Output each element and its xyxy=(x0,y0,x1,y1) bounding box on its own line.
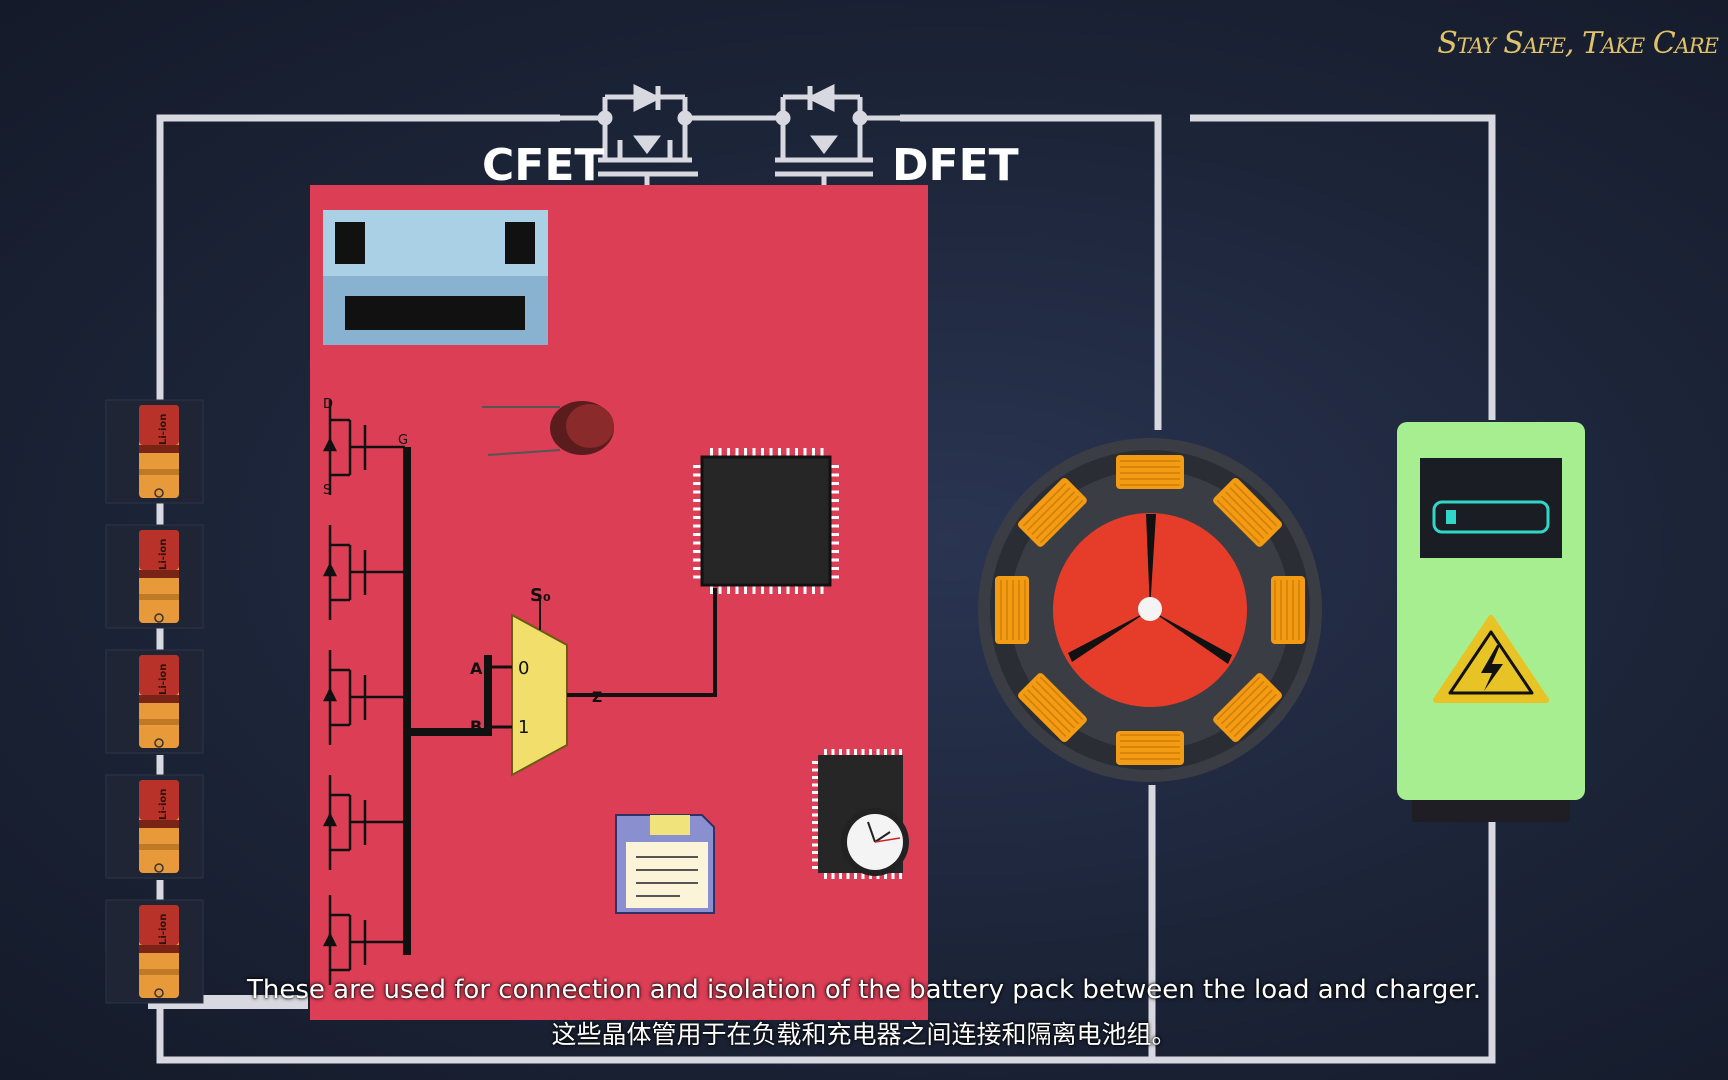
high-voltage-warning-icon xyxy=(1433,615,1549,703)
mux-in0-label: 0 xyxy=(518,658,529,679)
motor-icon xyxy=(978,438,1322,782)
mosfet-icon xyxy=(322,775,405,870)
mosfet-pin-g: G xyxy=(398,433,408,448)
mux-b-label: B xyxy=(470,717,482,736)
cell-label: Li-ion xyxy=(158,914,169,945)
mosfet-pin-s: S xyxy=(323,483,331,498)
mosfet-icon xyxy=(322,895,405,985)
motor-coil xyxy=(995,576,1029,644)
motor-coil xyxy=(1213,478,1282,547)
mux-in1-label: 1 xyxy=(518,717,529,738)
discharge-mosfet-array xyxy=(322,400,405,985)
mosfet-icon xyxy=(322,650,405,745)
watermark: Stay Safe, Take Care xyxy=(1437,26,1719,61)
subtitle-chinese: 这些晶体管用于在负载和充电器之间连接和隔离电池组。 xyxy=(551,1020,1177,1049)
battery-cell-icon: Li-ion xyxy=(105,399,204,504)
floppy-disk-icon xyxy=(615,814,715,914)
battery-cell-icon: Li-ion xyxy=(105,524,204,629)
microcontroller-chip-icon xyxy=(693,448,839,594)
battery-cell-icon: Li-ion xyxy=(105,899,204,1004)
mosfet-icon xyxy=(322,400,405,495)
cell-label: Li-ion xyxy=(158,539,169,570)
mux-out-label: Z xyxy=(592,690,602,706)
motor-coil xyxy=(1116,731,1184,765)
motor-coil xyxy=(1213,673,1282,742)
motor-coil xyxy=(1116,455,1184,489)
cell-label: Li-ion xyxy=(158,414,169,445)
lcd-display-icon xyxy=(323,210,548,345)
battery-cell-icon: Li-ion xyxy=(105,774,204,879)
motor-coil xyxy=(1018,673,1087,742)
battery-cell-icon: Li-ion xyxy=(105,649,204,754)
motor-coil xyxy=(1018,478,1087,547)
mosfet-icon xyxy=(322,525,405,620)
cfet-label: CFET xyxy=(482,140,604,191)
mosfet-pin-d: D xyxy=(323,397,333,412)
mux-a-label: A xyxy=(470,659,483,678)
cell-label: Li-ion xyxy=(158,789,169,820)
clock-icon xyxy=(841,808,909,876)
mux-select-label: S₀ xyxy=(530,585,551,606)
dfet-label: DFET xyxy=(892,140,1019,191)
subtitle-english: These are used for connection and isolat… xyxy=(247,975,1481,1005)
motor-coil xyxy=(1271,576,1305,644)
gate-bus xyxy=(403,447,492,955)
charger-icon xyxy=(1397,422,1585,822)
thermistor-icon xyxy=(482,401,614,456)
multiplexer-icon xyxy=(488,588,717,777)
cell-label: Li-ion xyxy=(158,664,169,695)
battery-level-icon xyxy=(1432,500,1550,534)
circuit-wires xyxy=(156,114,1496,1064)
